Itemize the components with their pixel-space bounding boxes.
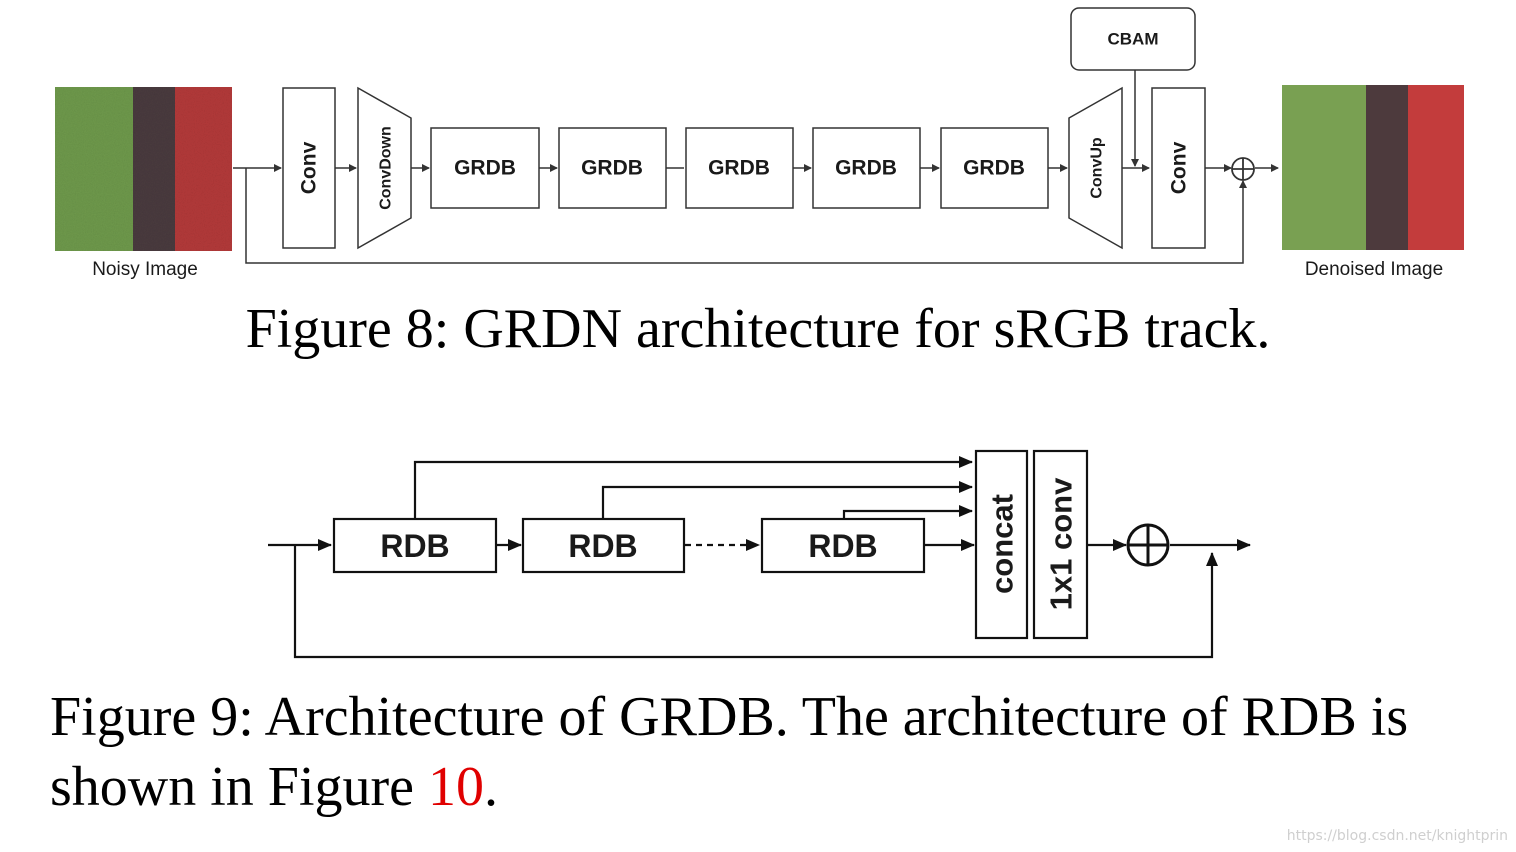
cbam-block: CBAM <box>1070 7 1196 71</box>
rdb-block-2: RDB <box>521 517 686 574</box>
fig9-connections <box>268 456 1251 659</box>
rdb-block-3: RDB <box>760 517 926 574</box>
conv-up-block: ConvUp <box>1068 86 1123 250</box>
conv-down-block: ConvDown <box>357 86 412 250</box>
svg-text:ConvDown: ConvDown <box>378 126 395 210</box>
sum-node-fig8 <box>1231 157 1255 181</box>
svg-text:RDB: RDB <box>380 528 449 564</box>
svg-text:GRDB: GRDB <box>708 157 770 180</box>
watermark: https://blog.csdn.net/knightprin <box>1286 828 1508 844</box>
figure-9-caption-text: Figure 9: Architecture of GRDB. The arch… <box>50 686 1409 818</box>
grdb-block-1: GRDB <box>430 127 540 209</box>
svg-text:GRDB: GRDB <box>454 157 516 180</box>
svg-text:Conv: Conv <box>298 141 321 194</box>
svg-text:GRDB: GRDB <box>835 157 897 180</box>
figure-10-reference-link[interactable]: 10 <box>428 756 484 818</box>
svg-text:RDB: RDB <box>808 528 877 564</box>
figure-9-caption: Figure 9: Architecture of GRDB. The arch… <box>50 682 1470 822</box>
conv-out-block: Conv <box>1151 87 1206 249</box>
denoised-image-label: Denoised Image <box>1305 259 1443 280</box>
svg-text:1x1 conv: 1x1 conv <box>1044 477 1079 610</box>
svg-text:RDB: RDB <box>568 528 637 564</box>
denoised-image <box>1282 85 1464 250</box>
svg-text:CBAM: CBAM <box>1108 30 1159 49</box>
svg-text:GRDB: GRDB <box>963 157 1025 180</box>
conv-in-block: Conv <box>282 87 336 249</box>
noisy-image <box>55 87 232 251</box>
noisy-image-label: Noisy Image <box>92 259 198 280</box>
svg-text:concat: concat <box>985 494 1020 594</box>
grdb-block-2: GRDB <box>558 127 667 209</box>
sum-node-fig9 <box>1126 523 1170 567</box>
rdb-block-1: RDB <box>332 517 498 574</box>
conv1x1-block: 1x1 conv <box>1032 449 1089 640</box>
figure-9-caption-end: . <box>484 756 498 818</box>
fig8-connections <box>233 70 1279 264</box>
concat-block: concat <box>974 449 1029 640</box>
svg-text:ConvUp: ConvUp <box>1089 137 1106 199</box>
grdb-block-5: GRDB <box>940 127 1049 209</box>
svg-text:Conv: Conv <box>1168 141 1191 194</box>
figure-8-caption: Figure 8: GRDN architecture for sRGB tra… <box>245 298 1271 360</box>
grdb-block-3: GRDB <box>685 127 794 209</box>
grdb-block-4: GRDB <box>812 127 921 209</box>
svg-text:GRDB: GRDB <box>581 157 643 180</box>
